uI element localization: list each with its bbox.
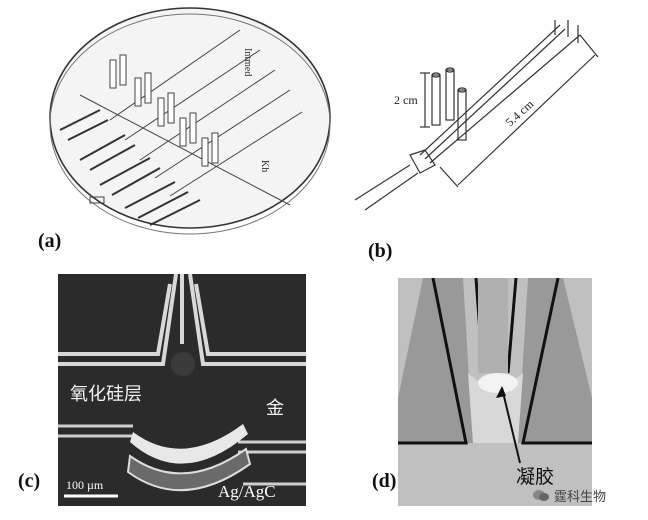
- panel-b-label: (b): [368, 240, 393, 262]
- gold-label: 金: [266, 398, 284, 419]
- dim-length-text: 5.4 cm: [503, 97, 537, 130]
- dim-height-text: 2 cm: [394, 93, 418, 107]
- panel-d-label: (d): [372, 470, 397, 492]
- micrograph-image: [58, 274, 306, 506]
- ag-agcl-label: Ag/AgC: [218, 482, 276, 501]
- watermark-text: 霆科生物: [554, 490, 607, 505]
- wafer-text-2: Kh: [259, 160, 270, 172]
- scale-bar-text: 100 µm: [66, 478, 104, 492]
- panel-c-micrograph: 氧化硅层 金 100 µm Ag/AgC: [58, 274, 306, 506]
- wafer-text-1: Intmed: [242, 48, 253, 76]
- panel-d-gel-micrograph: 凝胶: [398, 278, 592, 506]
- gel-label: 凝胶: [516, 466, 555, 488]
- watermark: 霆科生物: [532, 486, 606, 505]
- panel-a-wafer-figure: Intmed Kh: [40, 0, 340, 240]
- panel-c-label: (c): [18, 470, 41, 492]
- wafer-drawing: Intmed Kh: [49, 7, 331, 235]
- wechat-icon: [532, 489, 550, 503]
- oxide-layer-label: 氧化硅层: [70, 384, 142, 405]
- panel-a-label: (a): [38, 230, 62, 252]
- panel-b-chip-figure: 2 cm 5.4 cm: [350, 5, 620, 235]
- chip-dimension-drawing: 2 cm 5.4 cm: [354, 20, 599, 211]
- gel-image: [398, 278, 592, 506]
